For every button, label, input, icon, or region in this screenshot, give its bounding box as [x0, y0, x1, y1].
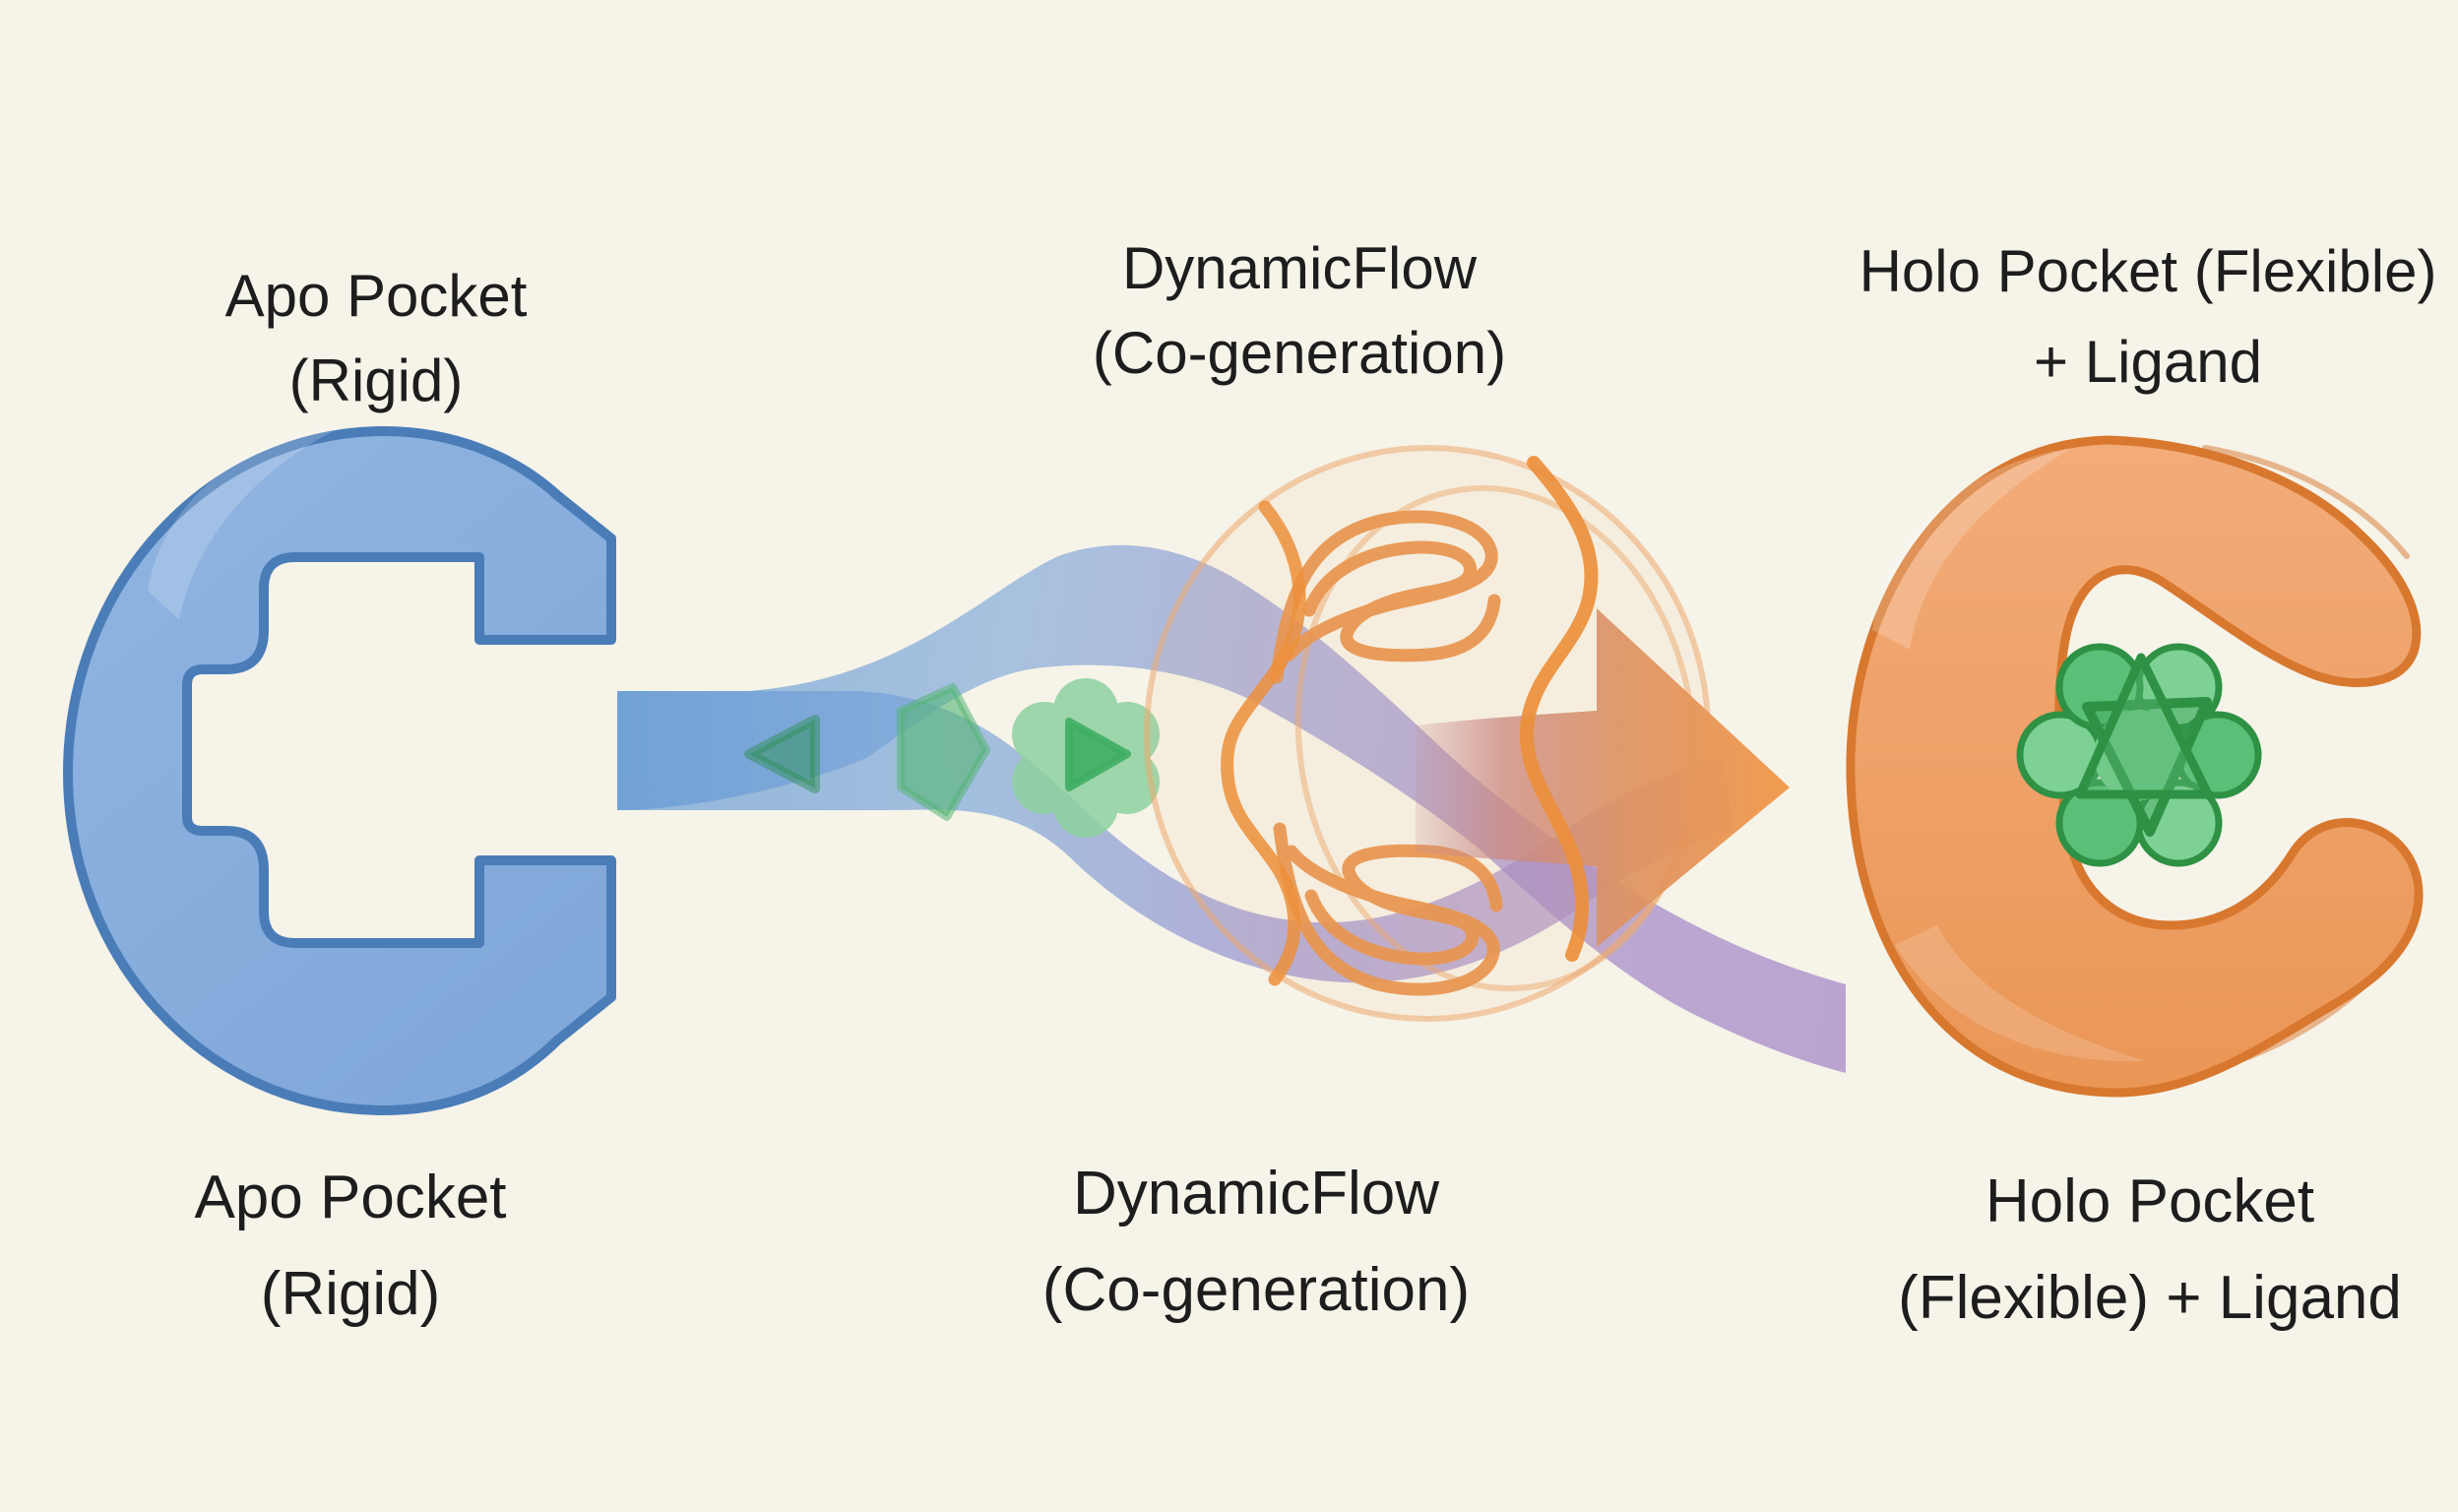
- label-line: Apo Pocket: [224, 263, 528, 329]
- holo-pocket-group: [1846, 435, 2424, 1098]
- holo-pocket-seam: [2212, 920, 2417, 1071]
- label-line: DynamicFlow: [1121, 235, 1478, 301]
- dynamicflow-bottom-label: DynamicFlow (Co-generation): [1042, 1146, 1470, 1339]
- label-line: (Co-generation): [1041, 1256, 1471, 1324]
- apo-pocket-group: [63, 425, 616, 1115]
- apo-pocket-bottom-label: Apo Pocket (Rigid): [194, 1150, 506, 1343]
- holo-pocket-bottom-label: Holo Pocket (Flexible) + Ligand: [1898, 1154, 2402, 1347]
- flow-ribbon-upper: [617, 544, 1846, 1073]
- label-line: (Rigid): [288, 347, 464, 413]
- apo-pocket-top-label: Apo Pocket (Rigid): [225, 254, 528, 423]
- label-line: Apo Pocket: [194, 1164, 507, 1231]
- label-line: + Ligand: [2034, 329, 2262, 395]
- ligand-fragment-triangle-icon: [744, 715, 820, 793]
- flow-squiggle-line: [1519, 456, 1599, 962]
- flow-ribbons-group: [617, 544, 1846, 1073]
- holo-pocket-sheen: [1895, 925, 2146, 1062]
- flow-ribbon-lower: [617, 691, 1734, 983]
- ligand-fragments-group: [744, 678, 1160, 838]
- rigid-c-pocket-shape: [63, 426, 616, 1115]
- dynamicflow-top-label: DynamicFlow (Co-generation): [1093, 226, 1506, 396]
- label-line: Holo Pocket: [1985, 1167, 2315, 1235]
- label-line: Holo Pocket (Flexible): [1859, 238, 2437, 304]
- label-line: (Co-generation): [1092, 320, 1507, 386]
- label-line: (Rigid): [260, 1260, 441, 1328]
- bound-ligand-molecule-icon: [2016, 643, 2262, 867]
- flexible-c-pocket-shape: [1846, 435, 2424, 1098]
- holo-pocket-seam: [2202, 445, 2410, 559]
- label-line: (Flexible) + Ligand: [1898, 1264, 2402, 1332]
- flow-squiggle-line: [1221, 500, 1306, 986]
- holo-pocket-top-label: Holo Pocket (Flexible) + Ligand: [1859, 226, 2437, 408]
- play-triangle-icon: [1065, 718, 1131, 791]
- holo-pocket-sheen: [1872, 448, 2072, 650]
- ligand-bond-triangle-up: [2075, 653, 2213, 799]
- apo-pocket-sheen: [148, 425, 345, 620]
- label-line: DynamicFlow: [1072, 1160, 1440, 1228]
- transition-arrow-icon: [1416, 608, 1790, 947]
- ligand-fragment-pentagon-icon: [897, 683, 990, 821]
